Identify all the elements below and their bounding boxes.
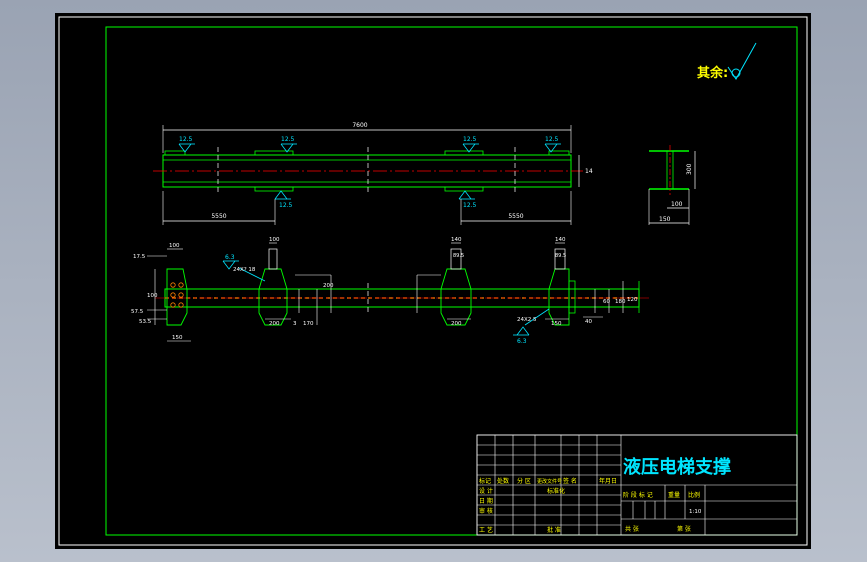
dim-fv-9: 170 bbox=[303, 321, 314, 327]
note-roughness: 6.3 bbox=[225, 254, 235, 261]
tb-row-a-3: 分 区 bbox=[517, 477, 531, 485]
roughness-bottom-1: 12.5 bbox=[279, 202, 293, 209]
tb-row-a-4: 更改文件号 bbox=[537, 478, 562, 485]
tb-scale-header: 比例 bbox=[688, 491, 700, 499]
tb-row-a-1: 标记 bbox=[479, 477, 491, 485]
dim-fv-16: 60 bbox=[603, 299, 610, 305]
dim-fv-2: 17.5 bbox=[133, 254, 146, 260]
dim-fv-15: 40 bbox=[585, 319, 592, 325]
dim-fv-14: 150 bbox=[551, 321, 562, 327]
roughness-top-4: 12.5 bbox=[545, 136, 559, 143]
dim-fv-13: 140 bbox=[555, 237, 566, 243]
cad-drawing-canvas: 其余: 7600 1 bbox=[55, 13, 811, 549]
roughness-top-1: 12.5 bbox=[179, 136, 193, 143]
dim-fv-11: 140 bbox=[451, 237, 462, 243]
tb-row-a-2: 处数 bbox=[497, 477, 509, 485]
dim-side-height: 300 bbox=[686, 163, 693, 175]
dim-fv-19: 200 bbox=[323, 283, 334, 289]
dim-fv-12: 200 bbox=[451, 321, 462, 327]
drawing-border bbox=[105, 26, 798, 536]
tb-sheets-total: 共 张 bbox=[625, 525, 639, 533]
bolt-label-1: 89.5 bbox=[453, 253, 464, 259]
tb-review: 审 核 bbox=[479, 507, 493, 515]
note-weld: 24X? 18 bbox=[233, 267, 256, 273]
dim-seg-left: 5550 bbox=[211, 213, 226, 220]
tb-process: 工 艺 bbox=[479, 526, 493, 534]
dim-fv-6: 100 bbox=[147, 293, 158, 299]
tb-row-a-6: 年月日 bbox=[599, 477, 617, 485]
dim-fv-7: 200 bbox=[269, 321, 280, 327]
side-view: 300 100 150 bbox=[648, 145, 696, 225]
dim-fv-3: 57.5 bbox=[131, 309, 144, 315]
dim-fv-17: 180 bbox=[615, 299, 626, 305]
roughness-top-2: 12.5 bbox=[281, 136, 295, 143]
roughness-top-3: 12.5 bbox=[463, 136, 477, 143]
top-view: 7600 12.5 12.5 12.5 12.5 12.5 12.5 bbox=[153, 122, 593, 225]
dim-fv-1: 100 bbox=[169, 243, 180, 249]
dim-overall-length: 7600 bbox=[352, 122, 367, 129]
sheet-frame bbox=[58, 16, 808, 546]
dim-side-offset: 150 bbox=[659, 216, 671, 223]
drawing-sheet: 其余: 7600 1 bbox=[58, 16, 808, 546]
tb-standard: 标准化 bbox=[547, 487, 565, 495]
note-roughness-2: 6.3 bbox=[517, 338, 527, 345]
tb-design: 设 计 bbox=[479, 487, 493, 495]
tb-weight-header: 重量 bbox=[668, 491, 680, 499]
roughness-bottom-2: 12.5 bbox=[463, 202, 477, 209]
tb-date: 日 期 bbox=[479, 497, 493, 505]
dim-fv-5: 150 bbox=[172, 335, 183, 341]
dim-fv-10: 100 bbox=[269, 237, 280, 243]
dim-fv-8: 3 bbox=[293, 321, 297, 327]
bolt-label-2: 89.5 bbox=[555, 253, 566, 259]
tb-sheet-number: 第 张 bbox=[677, 525, 691, 533]
dim-seg-right: 5550 bbox=[508, 213, 523, 220]
note-weld-2: 24X2 5 bbox=[517, 317, 537, 323]
dim-height: 14 bbox=[585, 168, 593, 175]
front-view: 89.5 89.5 bbox=[131, 237, 649, 345]
dim-fv-4: 53.5 bbox=[139, 319, 152, 325]
dim-side-width: 100 bbox=[671, 201, 683, 208]
title-block: 标记 处数 分 区 更改文件号 签 名 年月日 设 计 标准化 审 核 日 期 … bbox=[476, 434, 798, 536]
dim-fv-18: 120 bbox=[627, 297, 638, 303]
roughness-note: 其余: bbox=[697, 65, 728, 81]
tb-row-a-5: 签 名 bbox=[563, 477, 577, 485]
tb-scale-value: 1:10 bbox=[689, 509, 702, 515]
drawing-title: 液压电梯支撑 bbox=[623, 456, 731, 478]
roughness-symbol-icon bbox=[727, 42, 757, 80]
tb-approve: 批 准 bbox=[547, 526, 561, 534]
tb-stage-header: 阶 段 标 记 bbox=[623, 491, 653, 499]
